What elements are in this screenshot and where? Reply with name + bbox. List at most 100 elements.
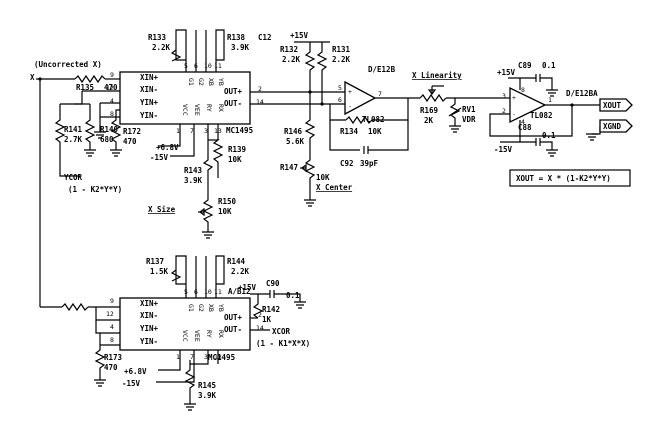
- u1-pin-8: 8: [110, 110, 114, 118]
- u2-wiring: R173 470 R137 1.5K R144 2.2K +6.8V -15V …: [40, 255, 310, 411]
- r133-resistor: R133 2.2K: [148, 29, 197, 72]
- op2-pin-3: 3: [502, 92, 506, 100]
- u2-pin-3: 3: [204, 353, 208, 361]
- u1-ref: C12: [258, 33, 272, 42]
- r140-ref: R140: [100, 125, 119, 134]
- u2-top-label-g2: G2: [197, 304, 205, 312]
- r141-resistor: R141 2.7K YCOR (1 - K2*Y*Y): [54, 103, 122, 194]
- u1-pin-12: 12: [106, 84, 114, 92]
- u2-part: MC1495: [208, 353, 235, 362]
- u2-pin-14: 14: [256, 324, 264, 332]
- r142-ref: R142: [262, 305, 280, 314]
- r141-ref: R141: [64, 125, 83, 134]
- r138-resistor: R138 3.9K: [205, 29, 250, 72]
- ycor-equation: (1 - K2*Y*Y): [68, 185, 122, 194]
- u1-bot-label-vcc: VCC: [181, 104, 189, 116]
- op2-pin-1: 1: [548, 96, 552, 104]
- x-linearity-label: X Linearity: [412, 71, 462, 80]
- r172-resistor: R172 470: [110, 109, 141, 157]
- r169-ref: R169: [420, 106, 439, 115]
- xout-connector: XOUT: [603, 101, 622, 110]
- r132-val: 2.2K: [282, 55, 301, 64]
- u1-pin-label-out-neg: OUT-: [224, 99, 242, 108]
- r140-val: 680: [100, 135, 114, 144]
- u1-bottom-wiring: +6.8V -15V R139 10K: [150, 124, 247, 178]
- formula-box: XOUT = X * (1-K2*Y*Y): [509, 169, 631, 187]
- u1-pin-label-yin-pos: YIN+: [140, 98, 159, 107]
- r143-val: 3.9K: [184, 176, 203, 185]
- r141-val: 2.7K: [64, 135, 83, 144]
- u1-part: MC1495: [226, 126, 253, 135]
- opamp1-plus: +: [348, 88, 352, 96]
- op1-ref: D/E12B: [368, 65, 396, 74]
- u2-pin-label-yin-neg: YIN-: [140, 337, 158, 346]
- c88-ref: C88: [518, 123, 532, 132]
- u1-pin-7: 7: [190, 127, 194, 135]
- r146-ref: R146: [284, 127, 303, 136]
- u2-bot-label-vee: VEE: [193, 330, 201, 342]
- r145-val: 3.9K: [198, 391, 217, 400]
- r173-val: 470: [104, 363, 118, 372]
- u1-pin-label-yin-neg: YIN-: [140, 111, 158, 120]
- opamp2-network: +15V C89 0.1 + - 3 2 1 8 4 D/E12BA TL082…: [489, 61, 633, 157]
- u1-top-label-g2: G2: [197, 78, 205, 86]
- r169-val: 2K: [424, 116, 434, 125]
- u2-bot-label-vcc: VCC: [181, 330, 189, 342]
- u2-p68-label: +6.8V: [124, 367, 147, 376]
- r134-ref: R134: [340, 127, 359, 136]
- r137-ref: R137: [146, 257, 164, 266]
- uncorrected-x-label: (Uncorrected X): [34, 60, 102, 69]
- u2-top-label-yb: YB: [217, 304, 225, 312]
- r138-val: 3.9K: [231, 43, 250, 52]
- x-size-label: X Size: [148, 205, 176, 214]
- r144-ref: R144: [227, 257, 246, 266]
- multiplier-u2: XIN+ XIN- YIN+ YIN- OUT+ OUT- G1 G2 XB Y…: [106, 287, 264, 362]
- u1-pin-2: 2: [258, 85, 262, 93]
- x-center-label: X Center: [316, 183, 353, 192]
- u1-bot-label-rx: RX: [217, 104, 225, 112]
- c92-val: 39pF: [360, 159, 379, 168]
- rv1-val: VDR: [462, 115, 476, 124]
- c88-val: 0.1: [542, 131, 556, 140]
- r134-val: 10K: [368, 127, 382, 136]
- r145-ref: R145: [198, 381, 216, 390]
- r138-ref: R138: [227, 33, 246, 42]
- u2-bot-label-rx: RX: [217, 330, 225, 338]
- opamp2-minus: -: [512, 110, 516, 118]
- r150-ref: R150: [218, 197, 237, 206]
- c90-val: 0.1: [286, 291, 300, 300]
- r135-val: 470: [104, 83, 118, 92]
- r135-ref: R135: [76, 83, 94, 92]
- op2-pin-8: 8: [521, 86, 525, 94]
- opamp2-plus: +: [512, 94, 516, 102]
- u1-p68-label: +6.8V: [156, 143, 179, 152]
- u1-top-label-yb: YB: [217, 78, 225, 86]
- multiplier-u1: XIN+ XIN- YIN+ YIN- OUT+ OUT- G1 G2 XB Y…: [106, 33, 272, 135]
- p15-label-op2: +15V: [497, 68, 516, 77]
- u1-pin-10: 10: [204, 62, 212, 70]
- rv1-ref: RV1: [462, 105, 476, 114]
- r142-val: 1K: [262, 315, 272, 324]
- u2-pin-label-xin-pos: XIN+: [140, 299, 159, 308]
- u2-pin-7: 7: [190, 353, 194, 361]
- op2-part: TL082: [530, 111, 553, 120]
- xcor-label: XCOR: [272, 327, 291, 336]
- x-input-label: X: [30, 73, 35, 82]
- u1-bot-label-vee: VEE: [193, 104, 201, 116]
- u1-pin-label-xin-pos: XIN+: [140, 73, 159, 82]
- u2-pin-8: 8: [110, 336, 114, 344]
- op1-pin-7: 7: [378, 90, 382, 98]
- formula-text: XOUT = X * (1-K2*Y*Y): [516, 174, 611, 183]
- r173-ref: R173: [104, 353, 123, 362]
- opamp1-minus: -: [348, 102, 352, 110]
- u1-input-wiring: (Uncorrected X) X R135 470: [30, 60, 120, 307]
- u1-top-label-g1: G1: [187, 78, 195, 86]
- ycor-label: YCOR: [64, 173, 83, 182]
- u2-pin-label-yin-pos: YIN+: [140, 324, 159, 333]
- opamp1-network: +15V R132 2.2K R131 2.2K R146 5.6K R147 …: [250, 31, 420, 207]
- u2-pin-label-out-pos: OUT+: [224, 313, 243, 322]
- u1-pin-label-xin-neg: XIN-: [140, 85, 158, 94]
- p15-label-top: +15V: [290, 31, 309, 40]
- m15-label-op2: -15V: [494, 145, 513, 154]
- r150-val: 10K: [218, 207, 232, 216]
